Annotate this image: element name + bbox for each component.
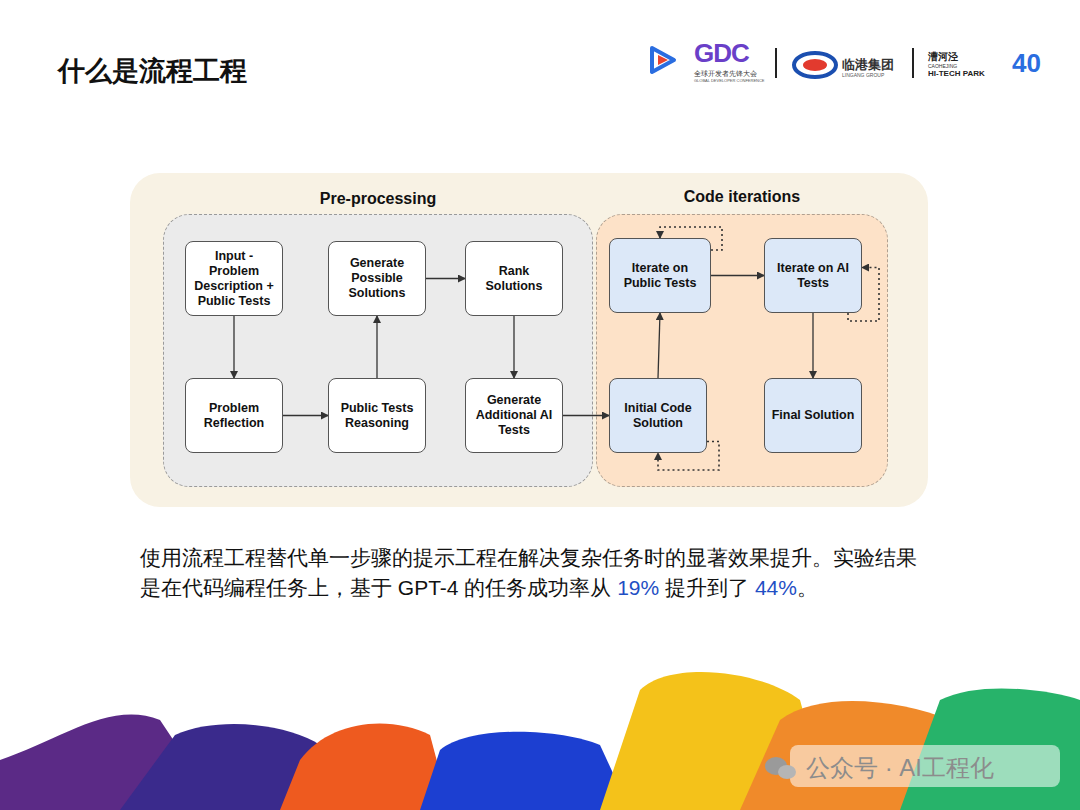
gdc-play-core [658, 55, 668, 65]
box-text-block: Final Solution [772, 408, 855, 423]
watermark: 公众号 · AI工程化 [806, 752, 994, 784]
logo-divider [912, 48, 914, 78]
group-heading: Code iterations [596, 188, 888, 206]
box-text-block: Iterate on AI Tests [771, 261, 855, 291]
process-box: Generate Possible Solutions [328, 241, 426, 316]
logo-caption: LINGANG GROUP [842, 72, 884, 78]
box-text-block: Input - Problem Description + Public Tes… [192, 249, 276, 309]
deco-shape [420, 732, 630, 810]
lingang-logo [794, 53, 836, 77]
process-box: Rank Solutions [465, 241, 563, 316]
process-box: Generate Additional AI Tests [465, 378, 563, 453]
logo-divider [775, 48, 777, 78]
watermark-ground [790, 745, 1060, 787]
logo-caption: HI-TECH PARK [928, 69, 985, 78]
group-panel: Pre-processingInput - Problem Descriptio… [163, 190, 593, 487]
box-label: Rank Solutions [472, 264, 556, 294]
code-step-box: Iterate on Public Tests [609, 238, 711, 313]
code-step-box: Iterate on AI Tests [764, 238, 862, 313]
code-step-box: Final Solution [764, 378, 862, 453]
wechat-icon [778, 765, 796, 779]
group-panel: Code iterationsIterate on Public Tests It… [596, 188, 888, 487]
logo-caption: GLOBAL DEVELOPER CONFERENCE [694, 78, 765, 83]
box-label: Initial Code Solution [616, 401, 700, 431]
box-text-block: Initial Code Solution [616, 401, 700, 431]
box-label: Iterate on Public Tests [616, 261, 704, 291]
outer-panel [130, 173, 928, 507]
code-step-box: Initial Code Solution [609, 378, 707, 453]
box-text-block: Iterate on Public Tests [616, 261, 704, 291]
box-label: Public Tests Reasoning [335, 401, 419, 431]
box-label: Generate Additional AI Tests [472, 393, 556, 438]
slide-title: 什么是流程工程 [58, 53, 247, 89]
group-heading: Pre-processing [163, 190, 593, 208]
box-text-block: Problem Reflection [192, 401, 276, 431]
box-label: Iterate on AI Tests [771, 261, 855, 291]
gdc-logo-text: GDC [694, 38, 749, 69]
process-box: Problem Reflection [185, 378, 283, 453]
box-text-block: Public Tests Reasoning [335, 401, 419, 431]
logo-caption: 全球开发者先锋大会 [694, 69, 757, 79]
box-label: Final Solution [772, 408, 855, 423]
logo-caption: CAOHEJING [928, 63, 957, 69]
box-label: Generate Possible Solutions [335, 256, 419, 301]
logo-caption: 临港集团 [842, 56, 894, 74]
box-text-block: Rank Solutions [472, 264, 556, 294]
slide-caption: 使用流程工程替代单一步骤的提示工程在解决复杂任务时的显著效果提升。实验结果是在代… [140, 543, 930, 603]
process-box: Public Tests Reasoning [328, 378, 426, 453]
process-box: Input - Problem Description + Public Tes… [185, 241, 283, 316]
box-label: Problem Reflection [192, 401, 276, 431]
gdc-play-icon [652, 48, 674, 72]
box-label: Input - Problem Description + Public Tes… [192, 249, 276, 309]
box-text-block: Generate Additional AI Tests [472, 393, 556, 438]
lingang-logo-core [803, 59, 827, 71]
logo-caption: 漕河泾 [928, 50, 958, 64]
box-text-block: Generate Possible Solutions [335, 256, 419, 301]
anniversary-number: 40 [1012, 48, 1041, 79]
